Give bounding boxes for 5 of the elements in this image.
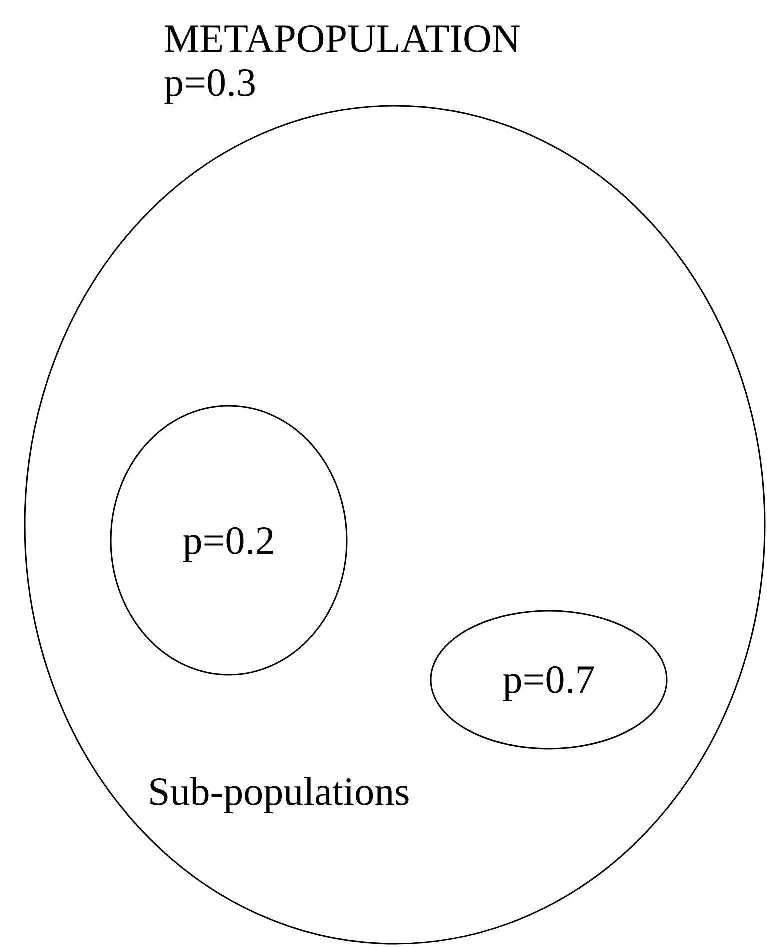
probability-label: p=0.7: [502, 658, 596, 702]
group-label: Sub-populations: [148, 770, 410, 814]
heading-text: METAPOPULATION: [164, 17, 521, 61]
probability-label: p=0.2: [182, 518, 276, 562]
probability-label: p=0.3: [164, 61, 257, 105]
